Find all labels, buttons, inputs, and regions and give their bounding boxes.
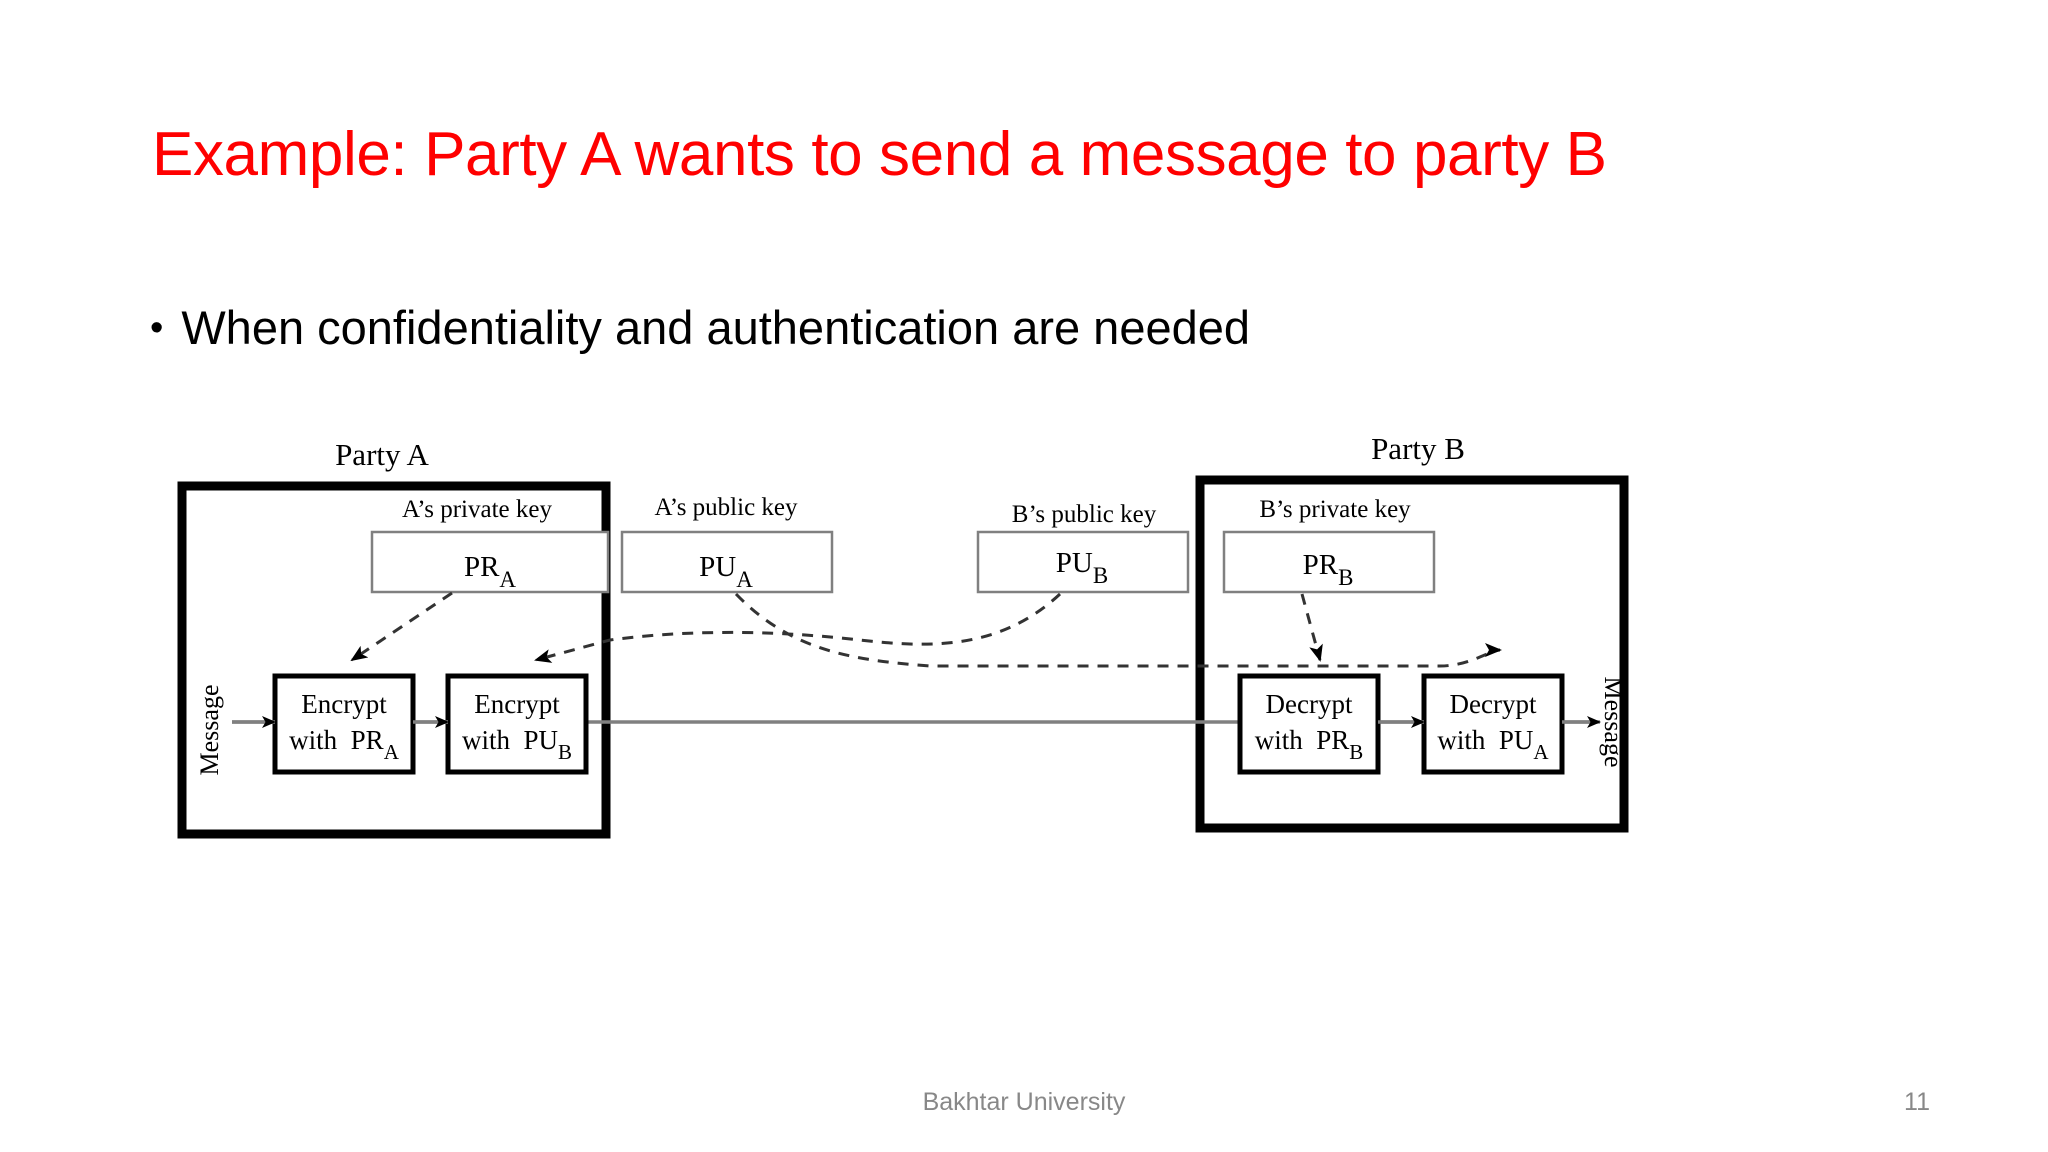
a-private-key-caption-text: A’s private key: [402, 496, 552, 523]
op-encrypt-pr-a-line2: with PRA: [289, 725, 400, 764]
b-private-key-caption-text: B’s private key: [1259, 496, 1411, 523]
footer-organization: Bakhtar University: [922, 1088, 1126, 1116]
key-box-pu-a: [620, 530, 834, 594]
op-decrypt-pr-b-line2: with PRB: [1255, 725, 1364, 764]
dashed-pu-b-to-encrypt: [534, 592, 1062, 663]
b-public-key-caption-text: B’s public key: [1012, 501, 1157, 528]
key-pu-a-sub: A: [736, 567, 753, 592]
op-decrypt-pr-b-line1: Decrypt: [1266, 689, 1353, 719]
op-decrypt-pu-a-line2: with PUA: [1437, 725, 1549, 764]
a-public-key-caption-text: A’s public key: [654, 494, 798, 521]
bullet-item-label: When confidentiality and authentication …: [181, 301, 1251, 354]
page-title: Example: Party A wants to send a message…: [152, 120, 1607, 189]
dashed-pr-a-to-encrypt: [350, 591, 453, 662]
a-public-key-caption: A’s public key: [654, 494, 798, 521]
key-pr-b-main: PR: [1303, 549, 1339, 581]
b-private-key-caption: B’s private key: [1259, 496, 1411, 523]
key-pu-a-main: PU: [699, 551, 736, 583]
key-box-pr-a: [370, 530, 610, 594]
footer-page-number: 11: [1904, 1088, 1930, 1116]
key-box-pr-b-label: PRB: [1303, 549, 1354, 590]
message-label-right: Message: [1599, 677, 1628, 768]
message-label-right-text: Message: [1599, 677, 1628, 768]
key-pr-a-main: PR: [464, 551, 500, 583]
key-pu-b-sub: B: [1093, 563, 1108, 588]
op-box-encrypt-pu-b: [445, 673, 589, 775]
key-box-pu-b: [976, 530, 1190, 594]
op-decrypt-pu-a-line1: Decrypt: [1450, 689, 1537, 719]
list-item: • When confidentiality and authenticatio…: [150, 300, 1850, 356]
key-pr-a-sub: A: [499, 567, 516, 592]
bullet-point-icon: •: [150, 307, 164, 349]
op-box-decrypt-pr-b: [1237, 673, 1381, 775]
key-box-pr-a-label: PRA: [464, 551, 516, 592]
op-encrypt-pu-b-line1: Encrypt: [474, 689, 560, 719]
key-box-pu-b-label: PUB: [1056, 547, 1108, 588]
op-encrypt-pu-b-line2: with PUB: [462, 725, 572, 764]
message-label-left-text: Message: [195, 685, 224, 776]
party-a-title-text: Party A: [335, 437, 429, 472]
key-pr-b-sub: B: [1338, 565, 1353, 590]
message-label-left: Message: [195, 685, 224, 776]
b-public-key-caption: B’s public key: [1012, 501, 1157, 528]
key-box-pr-b: [1222, 530, 1436, 594]
party-a-title: Party A: [335, 437, 429, 472]
op-box-decrypt-pu-a: [1421, 673, 1565, 775]
party-b-title-text: Party B: [1371, 431, 1465, 466]
key-pu-b-main: PU: [1056, 547, 1093, 579]
dashed-pu-a-to-decrypt: [734, 592, 1502, 668]
party-b-title: Party B: [1371, 431, 1465, 466]
a-private-key-caption: A’s private key: [402, 496, 552, 523]
key-box-pu-a-label: PUA: [699, 551, 753, 592]
bullet-list: • When confidentiality and authenticatio…: [150, 300, 1850, 356]
op-encrypt-pr-a-line1: Encrypt: [301, 689, 387, 719]
